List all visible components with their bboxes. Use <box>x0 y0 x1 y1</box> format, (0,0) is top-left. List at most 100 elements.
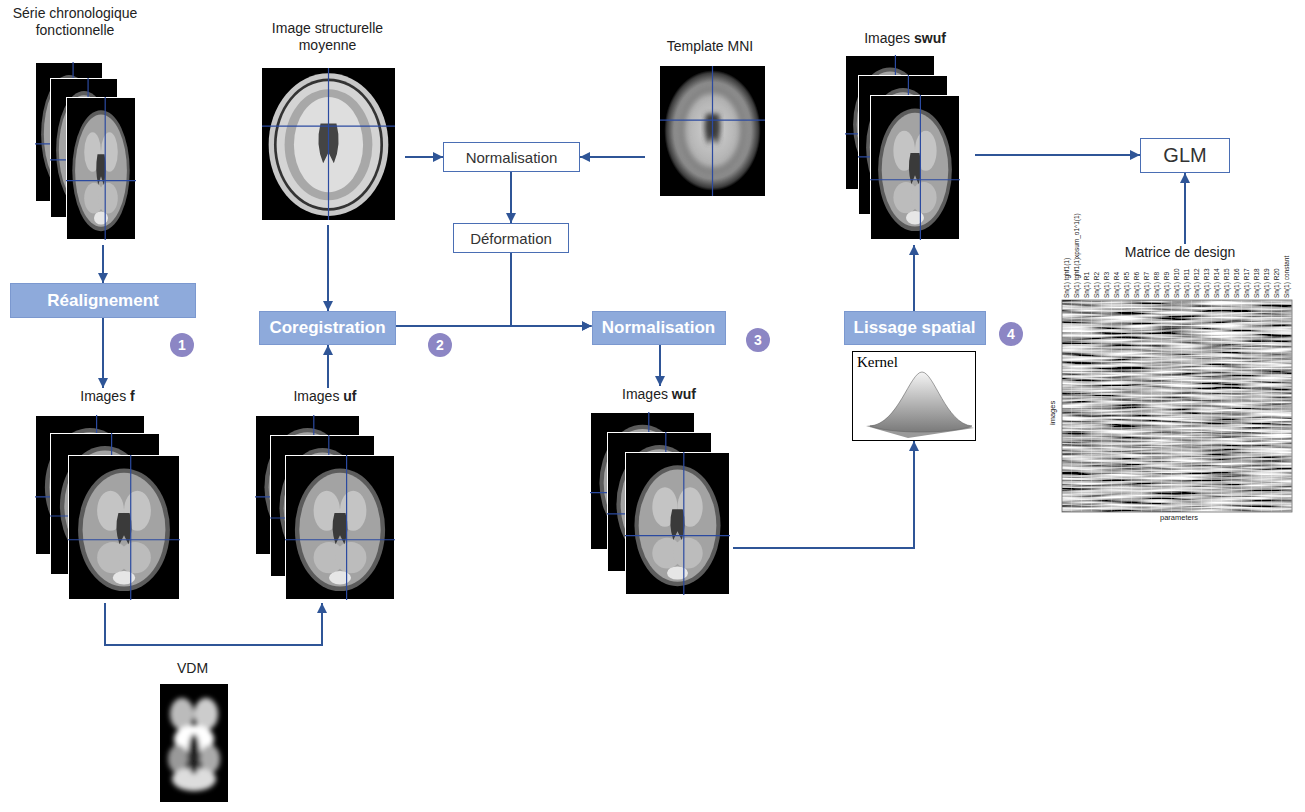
kernel-box: Kernel <box>852 351 976 441</box>
drawing-part <box>660 66 765 196</box>
node-label: Série chronologique fonctionnelle <box>5 5 145 39</box>
column-header: Sn(1) R9 <box>1164 272 1171 298</box>
flow-arrow <box>1184 173 1186 244</box>
functional-series <box>35 62 136 240</box>
column-header: Sn(1) R3 <box>1104 272 1111 298</box>
flow-arrow <box>105 603 322 645</box>
label-part: Images <box>622 386 672 402</box>
column-header: Sn(1) R7 <box>1144 272 1151 298</box>
wuf-stack <box>590 412 730 595</box>
step-number: 3 <box>746 328 770 352</box>
label-part: Images <box>80 388 130 404</box>
image-stack: Images f <box>30 388 185 603</box>
node-label: 4 <box>1007 327 1015 341</box>
column-header: Sn(1) R8 <box>1154 272 1161 298</box>
node-label: Images uf <box>250 388 400 405</box>
column-header: Sn(1) R17 <box>1244 268 1251 298</box>
step-number: 2 <box>428 333 452 357</box>
drawing-part <box>68 455 180 600</box>
column-header: Sn(1) R19 <box>1264 268 1271 298</box>
label-suffix: uf <box>343 388 356 404</box>
column-header: Sn(1) R11 <box>1184 269 1191 298</box>
drawing-part <box>625 452 730 595</box>
flow-arrow <box>511 253 592 326</box>
column-header: Sn(1) R6 <box>1134 272 1141 298</box>
drawing-part <box>1062 300 1292 512</box>
flow-arrow <box>913 245 915 311</box>
column-header: Sn(1) R4 <box>1114 272 1121 298</box>
node-label: Image structurelle moyenne <box>250 20 405 54</box>
flow-arrow <box>733 441 914 548</box>
column-header: Sn(1) R1 <box>1084 272 1091 298</box>
vdm-image <box>160 684 228 802</box>
mni-template <box>660 66 765 196</box>
step-number: 4 <box>999 322 1023 346</box>
process-box: GLM <box>1140 138 1230 173</box>
node-label: Normalisation <box>602 318 715 338</box>
node-label: 1 <box>178 338 186 352</box>
node-label: GLM <box>1163 144 1206 167</box>
step-number: 1 <box>170 333 194 357</box>
drawing-part <box>262 68 395 220</box>
flow-arrow <box>396 325 592 327</box>
column-header: Sn(1) R13 <box>1204 268 1211 298</box>
column-header: Sn(1) constant <box>1284 256 1291 298</box>
image-stack: Template MNI <box>645 38 775 200</box>
node-label: Coregistration <box>269 318 385 338</box>
node-label: 3 <box>754 333 762 347</box>
node-label: Normalisation <box>466 149 558 166</box>
drawing-part <box>285 455 395 600</box>
flow-arrow <box>102 318 104 388</box>
gaussian-kernel <box>866 372 974 438</box>
column-header: Sn(1) R5 <box>1124 272 1131 298</box>
process-box: Déformation <box>453 223 569 253</box>
image-stack: VDM <box>150 660 235 805</box>
column-header: Sn(1) R18 <box>1254 268 1261 298</box>
node-label: Lissage spatial <box>854 318 976 338</box>
column-header: Sn(1) R16 <box>1234 268 1241 298</box>
flow-arrow <box>405 156 443 158</box>
column-header: Sn(1) R20 <box>1274 268 1281 298</box>
image-stack: Images wuf <box>585 386 733 601</box>
node-label: Images f <box>30 388 185 405</box>
drawing-part <box>870 95 960 240</box>
image-stack: Série chronologique fonctionnelle <box>5 5 145 245</box>
flow-arrow <box>580 156 645 158</box>
flow-arrow <box>659 345 661 386</box>
node-label: Matrice de design <box>1060 244 1300 261</box>
label-suffix: swuf <box>914 30 946 46</box>
design-matrix <box>1062 300 1292 512</box>
column-header: Sn(1) R14 <box>1214 268 1221 298</box>
flow-arrow <box>510 172 512 223</box>
process-step: Réalignement <box>10 283 196 318</box>
drawing-part <box>870 372 972 432</box>
column-header: Sn(1) R2 <box>1094 272 1101 298</box>
swuf-stack <box>845 55 960 240</box>
flow-arrow <box>102 245 104 283</box>
column-header: Sn(1) R10 <box>1174 268 1181 298</box>
axis-label: images <box>1049 401 1057 425</box>
node-label: VDM <box>150 660 235 677</box>
drawing-part <box>1062 300 1292 512</box>
node-label: Kernel <box>857 354 898 371</box>
uf-stack <box>255 415 395 600</box>
column-header: Sn(1) R12 <box>1194 268 1201 298</box>
flow-arrow <box>975 154 1140 156</box>
column-header: Sn(1) tghf1(1)xpsum_o1^1(1) <box>1074 213 1081 298</box>
column-header: Sn(1) tghf1(1) <box>1064 258 1071 298</box>
label-suffix: f <box>130 388 135 404</box>
label-part: Images <box>864 30 914 46</box>
structural-image <box>262 68 395 220</box>
f-stack <box>35 415 180 600</box>
process-step: Lissage spatial <box>844 311 986 345</box>
axis-label: parameters <box>1160 514 1198 522</box>
node-label: 2 <box>436 338 444 352</box>
node-label: Images wuf <box>585 386 733 403</box>
image-stack: Image structurelle moyenne <box>250 20 405 225</box>
process-step: Coregistration <box>259 311 396 345</box>
label-part: Images <box>293 388 343 404</box>
